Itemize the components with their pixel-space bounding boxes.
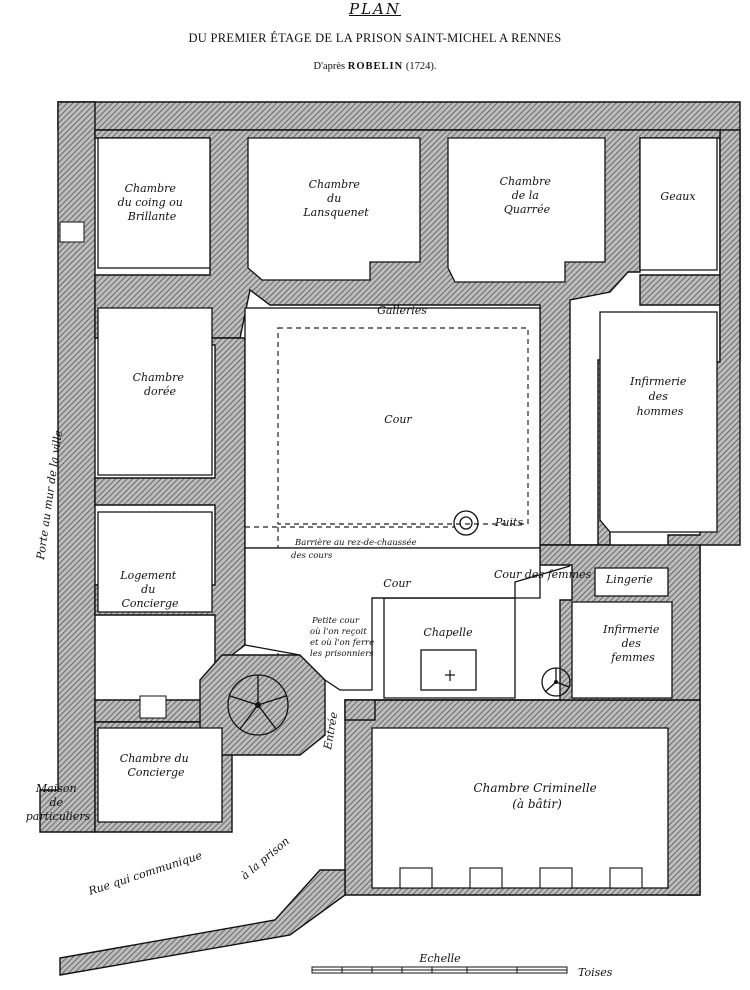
label-chambre-lansquenet: Chambre du Lansquenet bbox=[302, 178, 369, 219]
scale-bar bbox=[311, 966, 568, 974]
wall-west bbox=[39, 101, 96, 833]
spiral-stair-icon bbox=[227, 674, 289, 736]
well-icon bbox=[453, 510, 479, 536]
label-galleries: Galleries bbox=[377, 304, 427, 317]
well-inner-icon bbox=[459, 516, 473, 530]
window-niches bbox=[399, 867, 643, 889]
label-chambre-coing: Chambre du coing ou Brillante bbox=[118, 182, 187, 223]
label-cour-des-femmes: Cour des femmes bbox=[494, 568, 592, 581]
label-toises: Toises bbox=[578, 966, 613, 979]
room-logement-concierge bbox=[97, 511, 213, 613]
gallery-outline bbox=[277, 327, 529, 525]
west-door bbox=[139, 695, 167, 719]
room-infirmerie-femmes bbox=[571, 601, 673, 699]
label-chambre-du-concierge: Chambre du Concierge bbox=[120, 752, 192, 779]
label-infirmerie-hommes: Infirmerie des hommes bbox=[629, 375, 690, 418]
lower-court bbox=[244, 547, 541, 691]
label-infirmerie-femmes: Infirmerie des femmes bbox=[602, 623, 663, 664]
label-puits: Puits bbox=[494, 516, 523, 529]
room-chambre-doree bbox=[97, 307, 213, 476]
label-maison-particuliers: Maison de particuliers bbox=[26, 782, 91, 823]
plan-title: PLAN bbox=[348, 0, 401, 18]
room-chambre-coing bbox=[97, 137, 211, 269]
label-chambre-doree: Chambre dorée bbox=[133, 371, 188, 398]
label-chambre-quarree: Chambre de la Quarrée bbox=[500, 175, 555, 216]
credit-author: ROBELIN bbox=[347, 61, 404, 72]
label-rue: Rue qui communique bbox=[86, 849, 204, 898]
altar-icon bbox=[420, 649, 477, 691]
label-petite-cour: Petite cour où l'on reçoit et où l'on fe… bbox=[310, 616, 377, 659]
courtyard bbox=[244, 307, 541, 549]
label-chambre-criminelle: Chambre Criminelle (à bâtir) bbox=[473, 781, 600, 811]
label-rue-suite: à la prison bbox=[239, 835, 292, 883]
small-stair-icon bbox=[541, 667, 571, 697]
room-chambre-criminelle bbox=[371, 727, 669, 889]
credit-prefix: D'après bbox=[313, 61, 346, 72]
room-chambre-du-concierge bbox=[97, 727, 223, 823]
plan-subtitle: DU PREMIER ÉTAGE DE LA PRISON SAINT-MICH… bbox=[188, 31, 562, 45]
plan-credit: D'après ROBELIN (1724). bbox=[0, 61, 750, 72]
label-lingerie: Lingerie bbox=[605, 573, 653, 586]
wall-street bbox=[59, 869, 346, 976]
label-chapelle: Chapelle bbox=[423, 626, 473, 639]
room-chambre-lansquenet bbox=[247, 137, 421, 281]
cour-femmes-edge bbox=[514, 565, 571, 598]
credit-year: (1724). bbox=[405, 61, 437, 72]
label-logement-concierge: Logement du Concierge bbox=[119, 569, 179, 610]
label-geaux: Geaux bbox=[660, 190, 696, 203]
label-cour-small: Cour bbox=[383, 577, 411, 590]
room-lingerie bbox=[594, 567, 669, 597]
room-chambre-quarree bbox=[447, 137, 606, 283]
label-cour: Cour bbox=[384, 413, 412, 426]
west-window bbox=[59, 221, 85, 243]
room-geaux bbox=[639, 137, 718, 271]
label-barriere: Barrière au rez-de-chaussée des cours bbox=[291, 537, 419, 561]
label-echelle: Echelle bbox=[418, 952, 461, 965]
room-infirmerie-hommes bbox=[599, 311, 718, 533]
